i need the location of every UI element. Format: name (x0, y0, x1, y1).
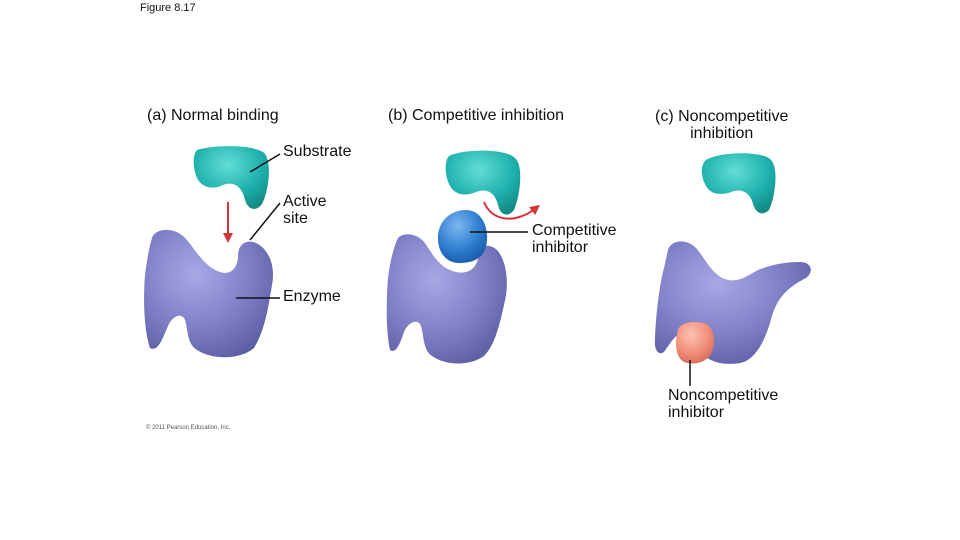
competitive-inhibitor-shape (437, 210, 488, 264)
panel-a-graphic (144, 146, 281, 358)
noncompetitive-inhibitor-label: Noncompetitive inhibitor (668, 387, 779, 422)
enzyme-shape-a (144, 229, 274, 358)
enzyme-label: Enzyme (283, 288, 341, 305)
panel-title-normal-binding: (a) Normal binding (147, 107, 279, 124)
substrate-label: Substrate (283, 143, 352, 160)
active-site-leader (249, 202, 281, 241)
enzyme-shape-b (386, 234, 507, 364)
noncompetitive-inhibitor-shape (676, 322, 714, 364)
copyright-notice: © 2011 Pearson Education, Inc. (146, 425, 231, 431)
deflection-arrow (483, 201, 540, 220)
panel-title-competitive-inhibition: (b) Competitive inhibition (388, 107, 565, 124)
competitive-inhibitor-label: Competitive inhibitor (532, 222, 617, 257)
substrate-shape-a (193, 146, 269, 209)
substrate-leader (249, 153, 281, 173)
panel-b-graphic (386, 150, 540, 364)
panel-title-noncompetitive-inhibition: (c) Noncompetitive inhibition (655, 108, 789, 142)
figure-label: Figure 8.17 (140, 2, 196, 14)
substrate-shape-c (701, 153, 776, 214)
panel-c-graphic (654, 153, 811, 386)
active-site-label: Active site (283, 193, 327, 228)
substrate-shape-b (445, 150, 521, 215)
